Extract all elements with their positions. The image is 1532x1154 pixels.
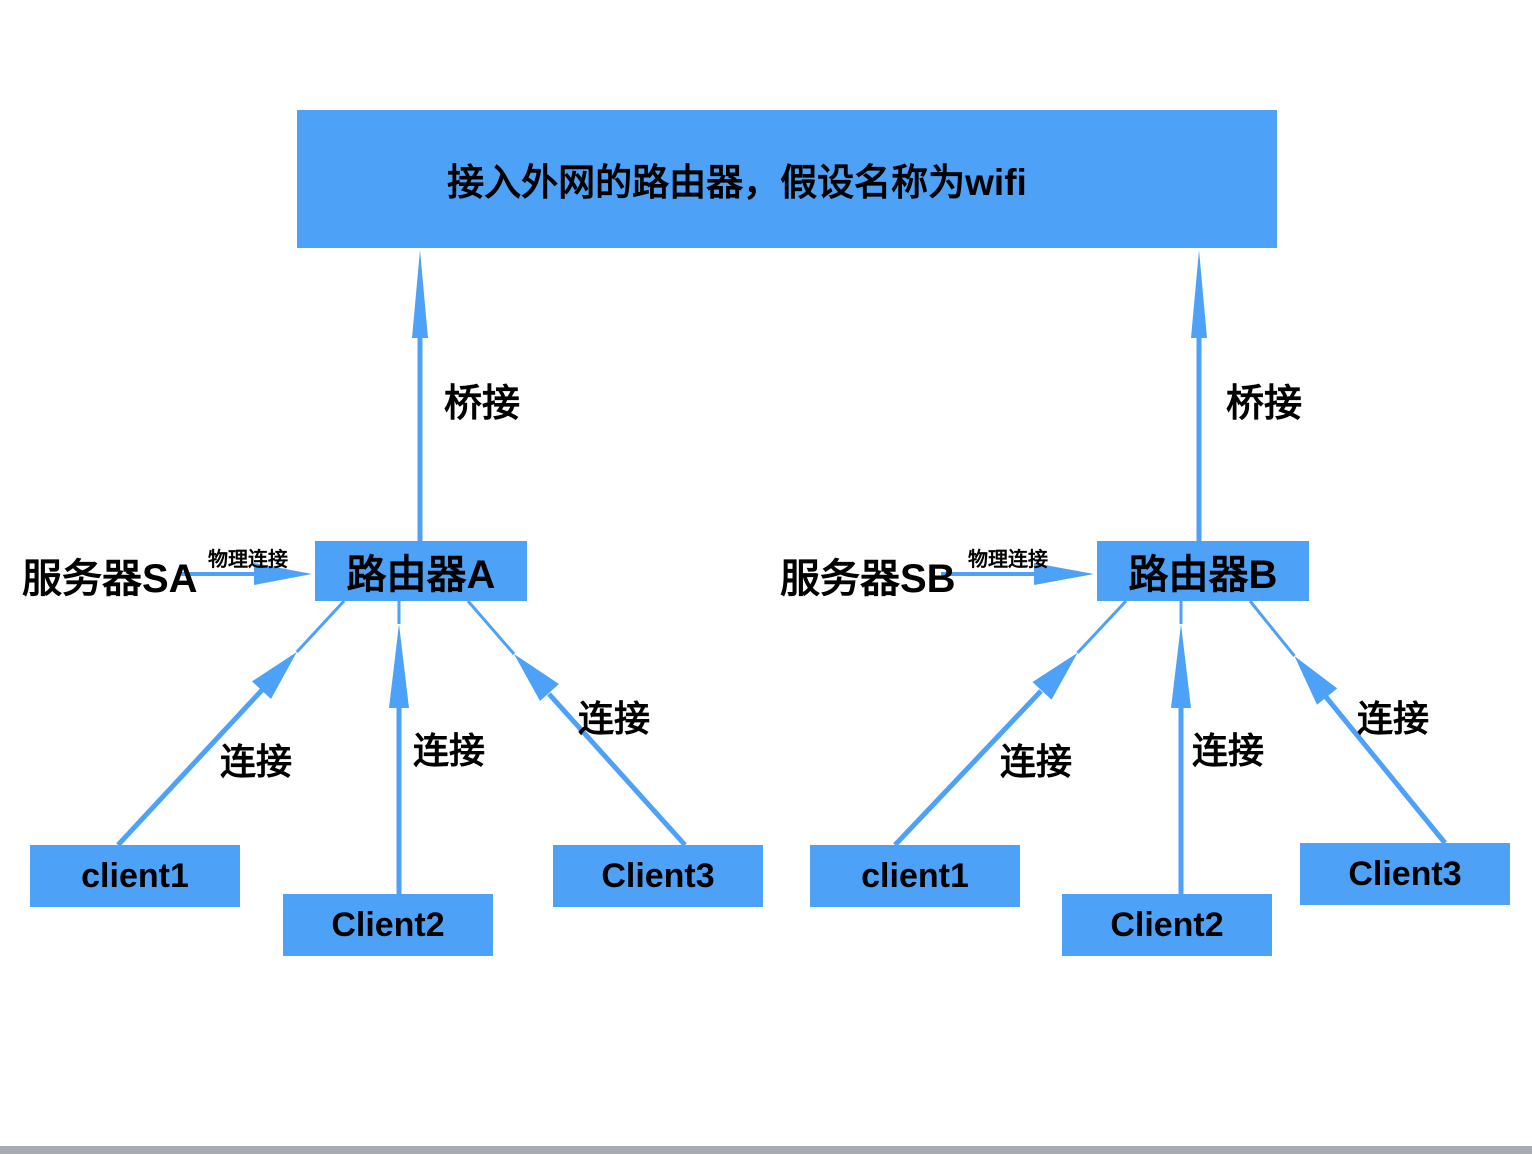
group-a-client2-node: Client2 xyxy=(283,894,493,956)
router-a-node: 路由器A xyxy=(315,541,527,601)
connect-label-a3: 连接 xyxy=(578,698,651,739)
internet-router-node: 接入外网的路由器，假设名称为wifi xyxy=(297,110,1277,248)
physical-link-label-b: 物理连接 xyxy=(968,549,1048,571)
bridge-arrow-a xyxy=(412,250,428,541)
bottom-divider-bar xyxy=(0,1146,1532,1154)
group-a-client3-node: Client3 xyxy=(553,845,763,907)
server-sa-label: 服务器SA xyxy=(22,557,198,601)
bridge-label-a: 桥接 xyxy=(444,383,521,425)
physical-link-label-a: 物理连接 xyxy=(208,549,288,571)
connect-arrow-b1 xyxy=(893,599,1128,847)
connect-arrow-a1 xyxy=(116,599,346,847)
connect-label-b1: 连接 xyxy=(1000,741,1073,782)
group-a-client1-node: client1 xyxy=(30,845,240,907)
connect-label-b2: 连接 xyxy=(1192,730,1265,771)
connect-label-a2: 连接 xyxy=(413,730,486,771)
group-b-client2-node: Client2 xyxy=(1062,894,1272,956)
bridge-label-b: 桥接 xyxy=(1226,383,1303,425)
connect-label-b3: 连接 xyxy=(1357,698,1430,739)
connect-arrow-a3 xyxy=(466,600,687,847)
group-b-client1-node: client1 xyxy=(810,845,1020,907)
group-b-client3-node: Client3 xyxy=(1300,843,1510,905)
server-sb-label: 服务器SB xyxy=(780,557,956,601)
connect-label-a1: 连接 xyxy=(220,741,293,782)
router-b-node: 路由器B xyxy=(1097,541,1309,601)
bridge-arrow-b xyxy=(1191,250,1207,541)
connect-arrow-b2 xyxy=(1171,601,1191,894)
connect-arrow-a2 xyxy=(389,601,409,894)
